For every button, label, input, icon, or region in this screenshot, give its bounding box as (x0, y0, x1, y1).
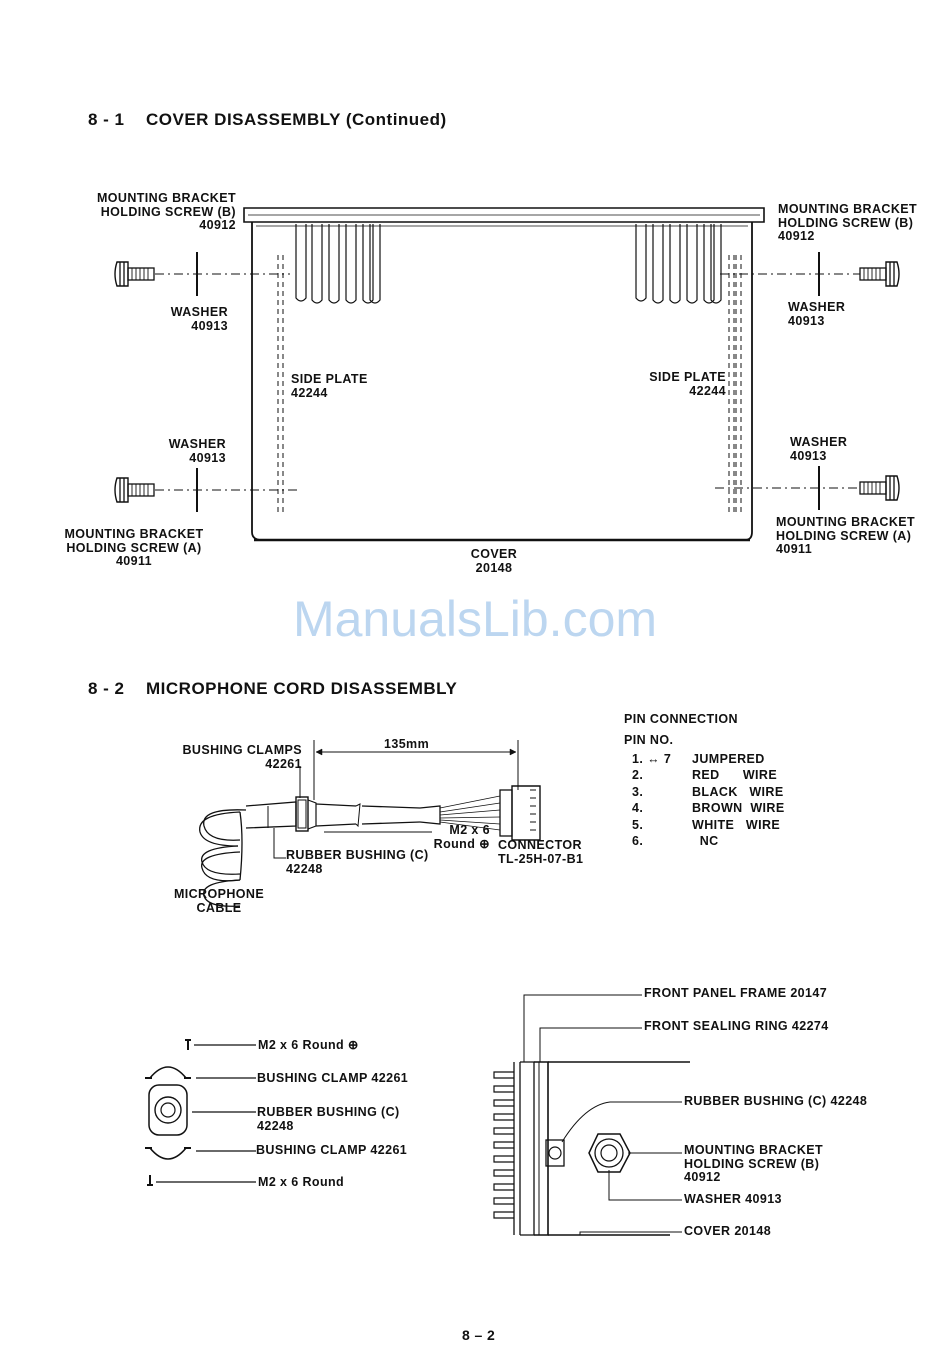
label-screw-b-left: MOUNTING BRACKET HOLDING SCREW (B) 40912 (96, 191, 236, 232)
pin-row-2-number: 2. (632, 768, 644, 782)
screw-right-bottom (859, 475, 900, 501)
mic-cord-diagram (199, 740, 541, 907)
section-1-title: COVER DISASSEMBLY (Continued) (146, 110, 447, 129)
label-exploded-clamp-bottom: BUSHING CLAMP 42261 (256, 1143, 408, 1157)
exploded-bushing (145, 1039, 256, 1186)
label-side-rubber-bushing: RUBBER BUSHING (C) 42248 (684, 1094, 868, 1108)
label-exploded-screw-top: M2 x 6 Round ⊕ (258, 1038, 359, 1052)
pin-row-4-desc: BROWN WIRE (692, 801, 785, 815)
coiled-cable (199, 809, 247, 907)
label-front-panel-frame: FRONT PANEL FRAME 20147 (644, 986, 828, 1000)
section-1-number: 8 - 1 (88, 110, 125, 129)
label-screw-a-left: MOUNTING BRACKET HOLDING SCREW (A) 40911 (64, 527, 204, 568)
label-cover: COVER 20148 (470, 547, 518, 575)
label-exploded-rubber: RUBBER BUSHING (C) 42248 (257, 1105, 400, 1133)
pin-row-3-number: 3. (632, 785, 644, 799)
label-washer-bottom-left: WASHER 40913 (168, 437, 226, 465)
label-connector: CONNECTOR TL-25H-07-B1 (498, 838, 584, 866)
label-dimension-135mm: 135mm (384, 737, 430, 751)
heatsink-fins-right (635, 224, 722, 304)
cover-diagram (114, 207, 900, 542)
pin-row-2-desc: RED WIRE (692, 768, 778, 782)
label-microphone-cable: MICROPHONE CABLE (173, 887, 265, 915)
label-side-mounting-screw: MOUNTING BRACKET HOLDING SCREW (B) 40912 (684, 1143, 824, 1184)
screw-left-top (114, 261, 155, 287)
pin-table-subtitle: PIN NO. (624, 733, 674, 747)
pin-row-5-desc: WHITE WIRE (692, 818, 781, 832)
pin-row-6-desc: NC (692, 834, 719, 848)
label-rubber-bushing: RUBBER BUSHING (C) 42248 (286, 848, 429, 876)
pin-row-1-number: 1. ↔ 7 (632, 752, 672, 766)
screw-left-bottom (114, 477, 155, 503)
pin-row-1-desc: JUMPERED (692, 752, 765, 766)
label-screw-b-right: MOUNTING BRACKET HOLDING SCREW (B) 40912 (778, 202, 918, 243)
label-washer-top-right: WASHER 40913 (788, 300, 846, 328)
label-front-sealing-ring: FRONT SEALING RING 42274 (644, 1019, 829, 1033)
pin-row-4-number: 4. (632, 801, 644, 815)
pin-row-5-number: 5. (632, 818, 644, 832)
label-side-cover: COVER 20148 (684, 1224, 772, 1238)
pin-row-3-desc: BLACK WIRE (692, 785, 784, 799)
screw-right-top (859, 261, 900, 287)
watermark: ManualsLib.com (292, 591, 658, 647)
label-washer-top-left: WASHER 40913 (170, 305, 228, 333)
label-side-plate-right: SIDE PLATE 42244 (649, 370, 726, 398)
page-number: 8 – 2 (462, 1327, 496, 1343)
label-bushing-clamps: BUSHING CLAMPS 42261 (182, 743, 302, 771)
section-2-number: 8 - 2 (88, 679, 125, 698)
label-exploded-screw-bottom: M2 x 6 Round (258, 1175, 345, 1189)
section-2-title: MICROPHONE CORD DISASSEMBLY (146, 679, 458, 698)
heatsink-fins-left (295, 224, 381, 304)
label-screw-a-right: MOUNTING BRACKET HOLDING SCREW (A) 40911 (776, 515, 916, 556)
label-exploded-clamp-top: BUSHING CLAMP 42261 (257, 1071, 409, 1085)
label-side-plate-left: SIDE PLATE 42244 (291, 372, 368, 400)
pin-row-6-number: 6. (632, 834, 644, 848)
label-m2x6-round: M2 x 6 Round ⊕ (433, 823, 490, 851)
label-washer-bottom-right: WASHER 40913 (790, 435, 848, 463)
label-side-washer: WASHER 40913 (684, 1192, 782, 1206)
pin-table-title: PIN CONNECTION (624, 712, 738, 726)
side-view (493, 994, 690, 1236)
